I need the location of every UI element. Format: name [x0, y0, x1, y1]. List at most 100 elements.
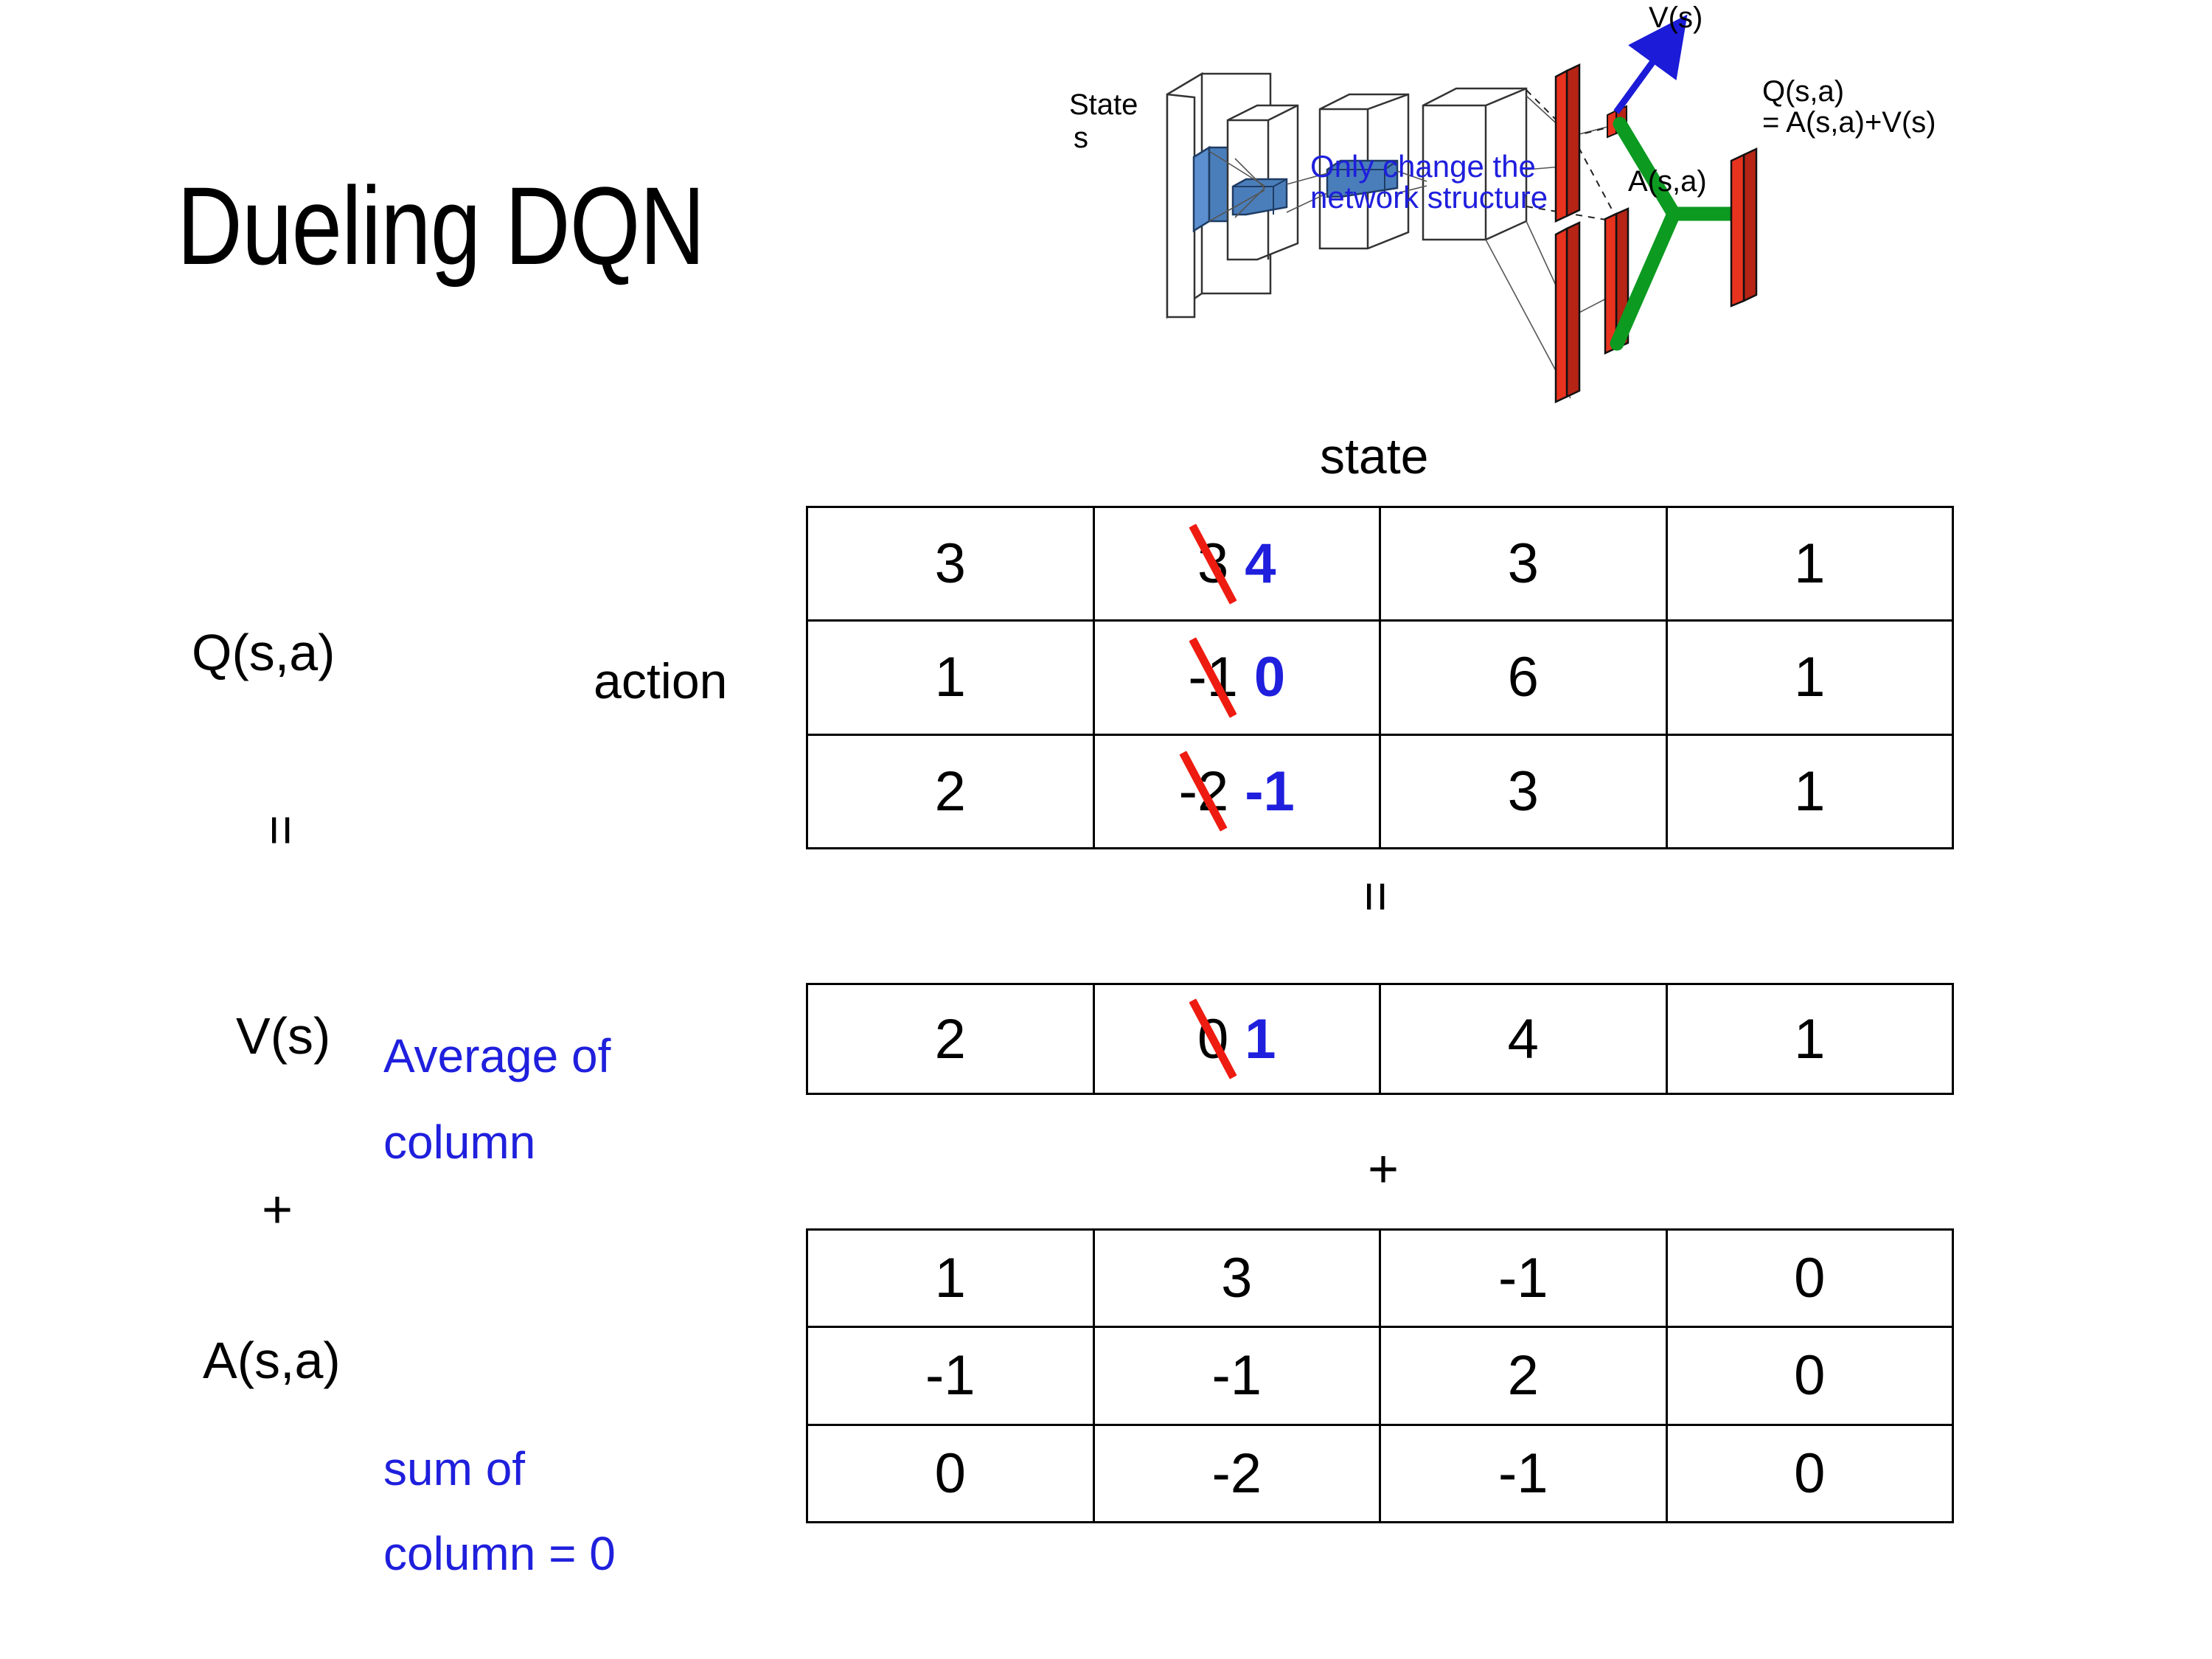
cell-value: 0	[1794, 1247, 1826, 1310]
table-cell: 0	[1665, 1423, 1954, 1524]
table-row: 20141	[806, 983, 1954, 1095]
a-table-label: A(s,a)	[203, 1332, 341, 1389]
table-cell: -2 -1	[1092, 733, 1381, 850]
cell-content: 2	[808, 736, 1093, 847]
table-cell: 01	[1092, 983, 1381, 1095]
cell-content: 3	[1381, 508, 1666, 619]
table-row: -1 -1 2 0	[806, 1326, 1954, 1426]
cell-content: -2	[1095, 1426, 1380, 1521]
table-cell: 1	[1665, 983, 1954, 1095]
cell-content: 1	[1668, 508, 1952, 619]
table-cell: 4	[1379, 983, 1668, 1095]
table-row: 33431	[806, 505, 1954, 622]
table-cell: 0	[1665, 1228, 1954, 1329]
table-cell: 34	[1092, 505, 1381, 622]
cell-content: 0	[1668, 1328, 1952, 1423]
plus-sign-left: +	[262, 1180, 293, 1239]
equals-sign-mid: =	[1346, 880, 1406, 913]
diagram-note-line-2: network structure	[1310, 180, 1548, 215]
cell-content: 1	[1668, 985, 1952, 1093]
cell-value: 2	[1507, 1344, 1539, 1408]
state-sublabel: s	[1074, 122, 1088, 154]
cell-value: 2	[934, 759, 966, 823]
cell-value: 0	[1794, 1441, 1826, 1505]
table-row: 2 -2 -1 3 1	[806, 733, 1954, 850]
cell-value: 1	[934, 1247, 966, 1310]
cell-value: 1	[1794, 646, 1826, 709]
cell-content: -1	[1381, 1426, 1666, 1521]
cell-value: 1	[1794, 759, 1826, 823]
struck-value: -2	[1179, 751, 1228, 832]
cell-value: 3	[1221, 1247, 1253, 1310]
cell-value: -1	[1211, 1344, 1262, 1408]
table-cell: 3	[806, 505, 1095, 622]
table-cell: 3	[1379, 733, 1668, 850]
table-cell: -1	[1379, 1228, 1668, 1329]
cell-value: 1	[934, 646, 966, 709]
cell-content: 3	[1381, 736, 1666, 847]
cell-content: -1	[1381, 1231, 1666, 1326]
table-cell: 1	[1665, 505, 1954, 622]
v-output-label: V(s)	[1649, 1, 1703, 34]
cell-content: -1	[1095, 1328, 1380, 1423]
table-cell: 1	[806, 619, 1095, 736]
table-cell: 1	[1665, 733, 1954, 850]
a-table: 1 3 -1 0 -1 -1 2 0 0 -2 -1 0	[806, 1228, 1954, 1524]
table-cell: 6	[1379, 619, 1668, 736]
cell-value: 1	[1794, 1007, 1826, 1071]
struck-value: 0	[1189, 998, 1237, 1079]
q-output-formula: = A(s,a)+V(s)	[1762, 106, 1936, 139]
table-row: 1 3 -1 0	[806, 1228, 1954, 1329]
cell-content: -1	[808, 1328, 1093, 1423]
cell-value: 3	[934, 532, 966, 596]
table-cell: 2	[806, 983, 1095, 1095]
cell-value: 1	[1794, 532, 1826, 596]
cell-content: 1	[1668, 622, 1952, 733]
average-of-column-line-1: Average of	[383, 1029, 611, 1082]
cell-content: 2	[1381, 1328, 1666, 1423]
v-table-label: V(s)	[236, 1007, 331, 1065]
average-of-column-line-2: column	[383, 1116, 536, 1169]
q-table-label: Q(s,a)	[192, 624, 335, 681]
state-axis-label: state	[1320, 428, 1429, 484]
cell-value: 6	[1507, 646, 1539, 709]
dueling-network-diagram: State s Only change the network structur…	[1069, 0, 2212, 413]
plus-sign-mid: +	[1368, 1140, 1399, 1199]
table-cell: 2	[1379, 1326, 1668, 1426]
updated-value: 1	[1245, 1007, 1276, 1071]
diagram-note-line-1: Only change the	[1310, 149, 1536, 184]
cell-value: 0	[934, 1441, 966, 1505]
table-cell: -1	[1379, 1423, 1668, 1524]
action-axis-label: action	[594, 653, 728, 709]
table-row: 0 -2 -1 0	[806, 1423, 1954, 1524]
updated-value: -1	[1245, 759, 1295, 823]
cell-content: 4	[1381, 985, 1666, 1093]
cell-content: 2	[808, 985, 1093, 1093]
table-cell: 1	[1665, 619, 1954, 736]
cell-value: 2	[934, 1007, 966, 1071]
strikethrough-mark	[1189, 523, 1237, 605]
cell-value: -1	[1498, 1247, 1548, 1310]
cell-value: -2	[1211, 1441, 1262, 1505]
table-cell: 0	[1665, 1326, 1954, 1426]
cell-content: 1	[808, 622, 1093, 733]
v-stream-arrow	[1613, 14, 1688, 114]
network-diagram-svg	[1166, 14, 1758, 403]
strikethrough-mark	[1179, 751, 1228, 832]
table-cell: 2	[806, 733, 1095, 850]
cell-value: 0	[1794, 1344, 1826, 1408]
table-cell: -1	[806, 1326, 1095, 1426]
updated-value: 0	[1253, 646, 1286, 709]
q-output-label: Q(s,a)	[1762, 75, 1845, 108]
v-table-body: 20141	[806, 983, 1954, 1095]
cell-value: 3	[1507, 759, 1539, 823]
page-title: Dueling DQN	[177, 164, 705, 288]
a-table-body: 1 3 -1 0 -1 -1 2 0 0 -2 -1 0	[806, 1228, 1954, 1524]
sum-of-column-line-1: sum of	[383, 1442, 526, 1495]
state-label: State	[1069, 88, 1138, 121]
strikethrough-mark	[1189, 998, 1237, 1079]
table-cell: -10	[1092, 619, 1381, 736]
cell-content: 0	[1668, 1231, 1952, 1326]
equals-sign-left: =	[251, 814, 311, 846]
